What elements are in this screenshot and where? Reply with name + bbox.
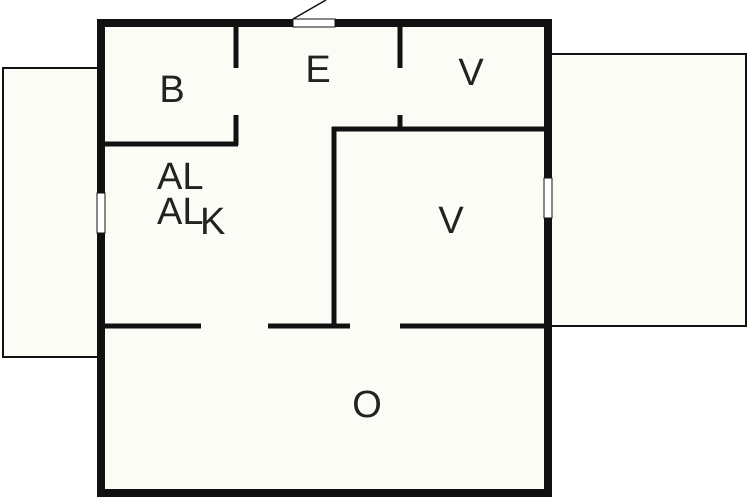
right-window [543, 177, 553, 219]
room-label-kitchen: K [200, 201, 225, 243]
left-terrace [2, 67, 101, 358]
apartment-outline [97, 19, 552, 497]
interior-walls [105, 27, 544, 329]
room-label-living: O [352, 384, 382, 426]
room-label-alcove-1: AL [157, 156, 203, 198]
room-label-storage-top: V [458, 52, 484, 94]
room-label-bathroom: B [159, 69, 184, 111]
room-label-entry: E [305, 49, 330, 91]
entry-door-swing [292, 0, 327, 20]
entry-door-threshold [292, 18, 336, 28]
room-label-storage-mid: V [438, 200, 464, 242]
right-terrace [547, 53, 747, 327]
left-window [96, 192, 106, 234]
room-label-alcove-2: AL [157, 191, 203, 233]
